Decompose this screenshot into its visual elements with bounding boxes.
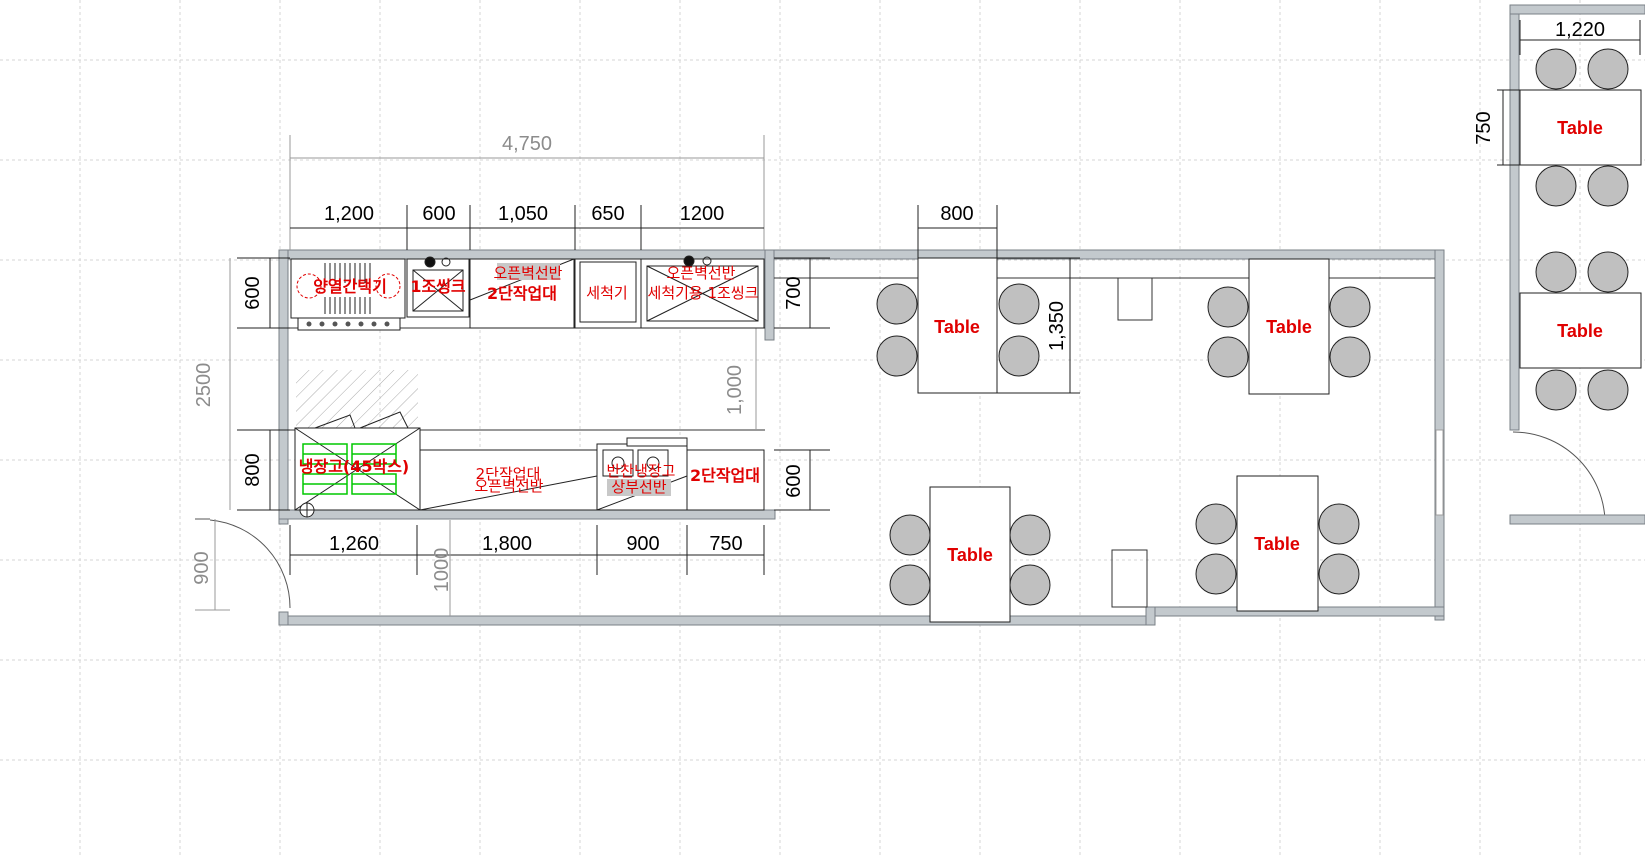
table-group-4: [1195, 475, 1360, 612]
dim-bottom-aisle: 1000: [431, 548, 453, 593]
dim-bottom-3: 900: [626, 533, 659, 555]
label-fridge: 냉장고(45박스): [299, 457, 410, 476]
faucet-icon: [441, 257, 451, 267]
table-group-5: [1519, 48, 1642, 207]
label-dishwasher-sink: 세척기용 1조씽크: [648, 284, 759, 302]
table-group-2: [1207, 258, 1371, 395]
label-gas-range: 양열간택기: [313, 277, 387, 296]
table-group-3: [889, 486, 1051, 623]
chair: [876, 283, 918, 325]
table-group-6: [1519, 251, 1642, 411]
chair: [1587, 48, 1629, 90]
chair: [1195, 553, 1237, 595]
dim-table-length: 1,350: [1046, 301, 1068, 351]
door-arc-left: [209, 519, 291, 609]
chair: [1207, 286, 1249, 328]
chair: [1535, 48, 1577, 90]
chair: [1009, 514, 1051, 556]
table: [917, 257, 998, 394]
label-worktable-1: 2단작업대: [487, 284, 557, 303]
chair: [1535, 165, 1577, 207]
top-counter: [290, 255, 765, 331]
table: [1519, 89, 1642, 166]
table: [1519, 292, 1642, 369]
dim-bottom-4: 750: [709, 533, 742, 555]
table-group-1: [876, 257, 1040, 394]
chair: [889, 564, 931, 606]
table-label-6: Table: [1557, 321, 1603, 341]
dim-left-top-depth: 600: [242, 276, 264, 309]
dim-top-5: 1200: [680, 203, 725, 225]
dim-right-top-depth: 700: [783, 276, 805, 309]
label-open-shelf-2: 오픈벽선반: [666, 264, 735, 282]
chair: [1318, 553, 1360, 595]
chair: [1195, 503, 1237, 545]
side-room-walls: [1509, 4, 1645, 525]
dim-total-width: 4,750: [502, 133, 552, 155]
chair: [876, 335, 918, 377]
label-worktable-3: 2단작업대: [690, 466, 760, 485]
dim-bottom-2: 1,800: [482, 533, 532, 555]
table: [1248, 258, 1330, 395]
chair: [1535, 251, 1577, 293]
label-highlight: [497, 263, 560, 280]
faucet-icon: [702, 256, 712, 266]
dim-top-3: 1,050: [498, 203, 548, 225]
dim-right-bottom-depth: 600: [783, 464, 805, 497]
faucet-icon: [683, 255, 695, 267]
chair: [1009, 564, 1051, 606]
table-label-4: Table: [1254, 534, 1300, 554]
chair: [889, 514, 931, 556]
table: [1236, 475, 1319, 612]
dim-left-bottom-depth: 800: [242, 453, 264, 486]
chair: [998, 335, 1040, 377]
chair: [1207, 336, 1249, 378]
table-label-1: Table: [934, 317, 980, 337]
chair: [1587, 369, 1629, 411]
table: [929, 486, 1011, 623]
dim-top-4: 650: [591, 203, 624, 225]
door-arc-right: [1512, 431, 1606, 521]
dim-bottom-1: 1,260: [329, 533, 379, 555]
dimension-lines: [237, 20, 1641, 575]
chair: [998, 283, 1040, 325]
chair: [1587, 251, 1629, 293]
faucet-icon: [424, 256, 436, 268]
dim-side-table-depth: 750: [1473, 111, 1495, 144]
table-label-2: Table: [1266, 317, 1312, 337]
burner-icon: [296, 273, 322, 299]
label-highlight: [607, 479, 671, 496]
dim-top-2: 600: [422, 203, 455, 225]
bottom-counter: [294, 411, 765, 518]
label-side-fridge: 반찬냉장고: [606, 462, 675, 480]
table-label-5: Table: [1557, 118, 1603, 138]
table-label-3: Table: [947, 545, 993, 565]
label-upper-shelf: 상부선반: [611, 478, 666, 496]
dim-left-door: 900: [191, 551, 213, 584]
dining-area: [876, 48, 1642, 623]
dim-table-width: 800: [940, 203, 973, 225]
chair: [1329, 336, 1371, 378]
label-dishwasher: 세척기: [586, 284, 627, 302]
chair: [1318, 503, 1360, 545]
label-worktable-2: 2단작업대: [476, 465, 541, 483]
chair: [1587, 165, 1629, 207]
dim-side-table-width: 1,220: [1555, 19, 1605, 41]
label-open-shelf-1: 오픈벽선반: [493, 264, 562, 282]
dim-aisle: 1,000: [724, 365, 746, 415]
burner-icon: [375, 273, 401, 299]
dim-top-1: 1,200: [324, 203, 374, 225]
dim-left-overall: 2500: [193, 363, 215, 408]
chair: [1329, 286, 1371, 328]
label-open-shelf-3: 오픈벽선반: [474, 477, 543, 495]
hatched-area: [296, 370, 418, 428]
label-sink-1: 1조씽크: [410, 277, 466, 296]
chair: [1535, 369, 1577, 411]
